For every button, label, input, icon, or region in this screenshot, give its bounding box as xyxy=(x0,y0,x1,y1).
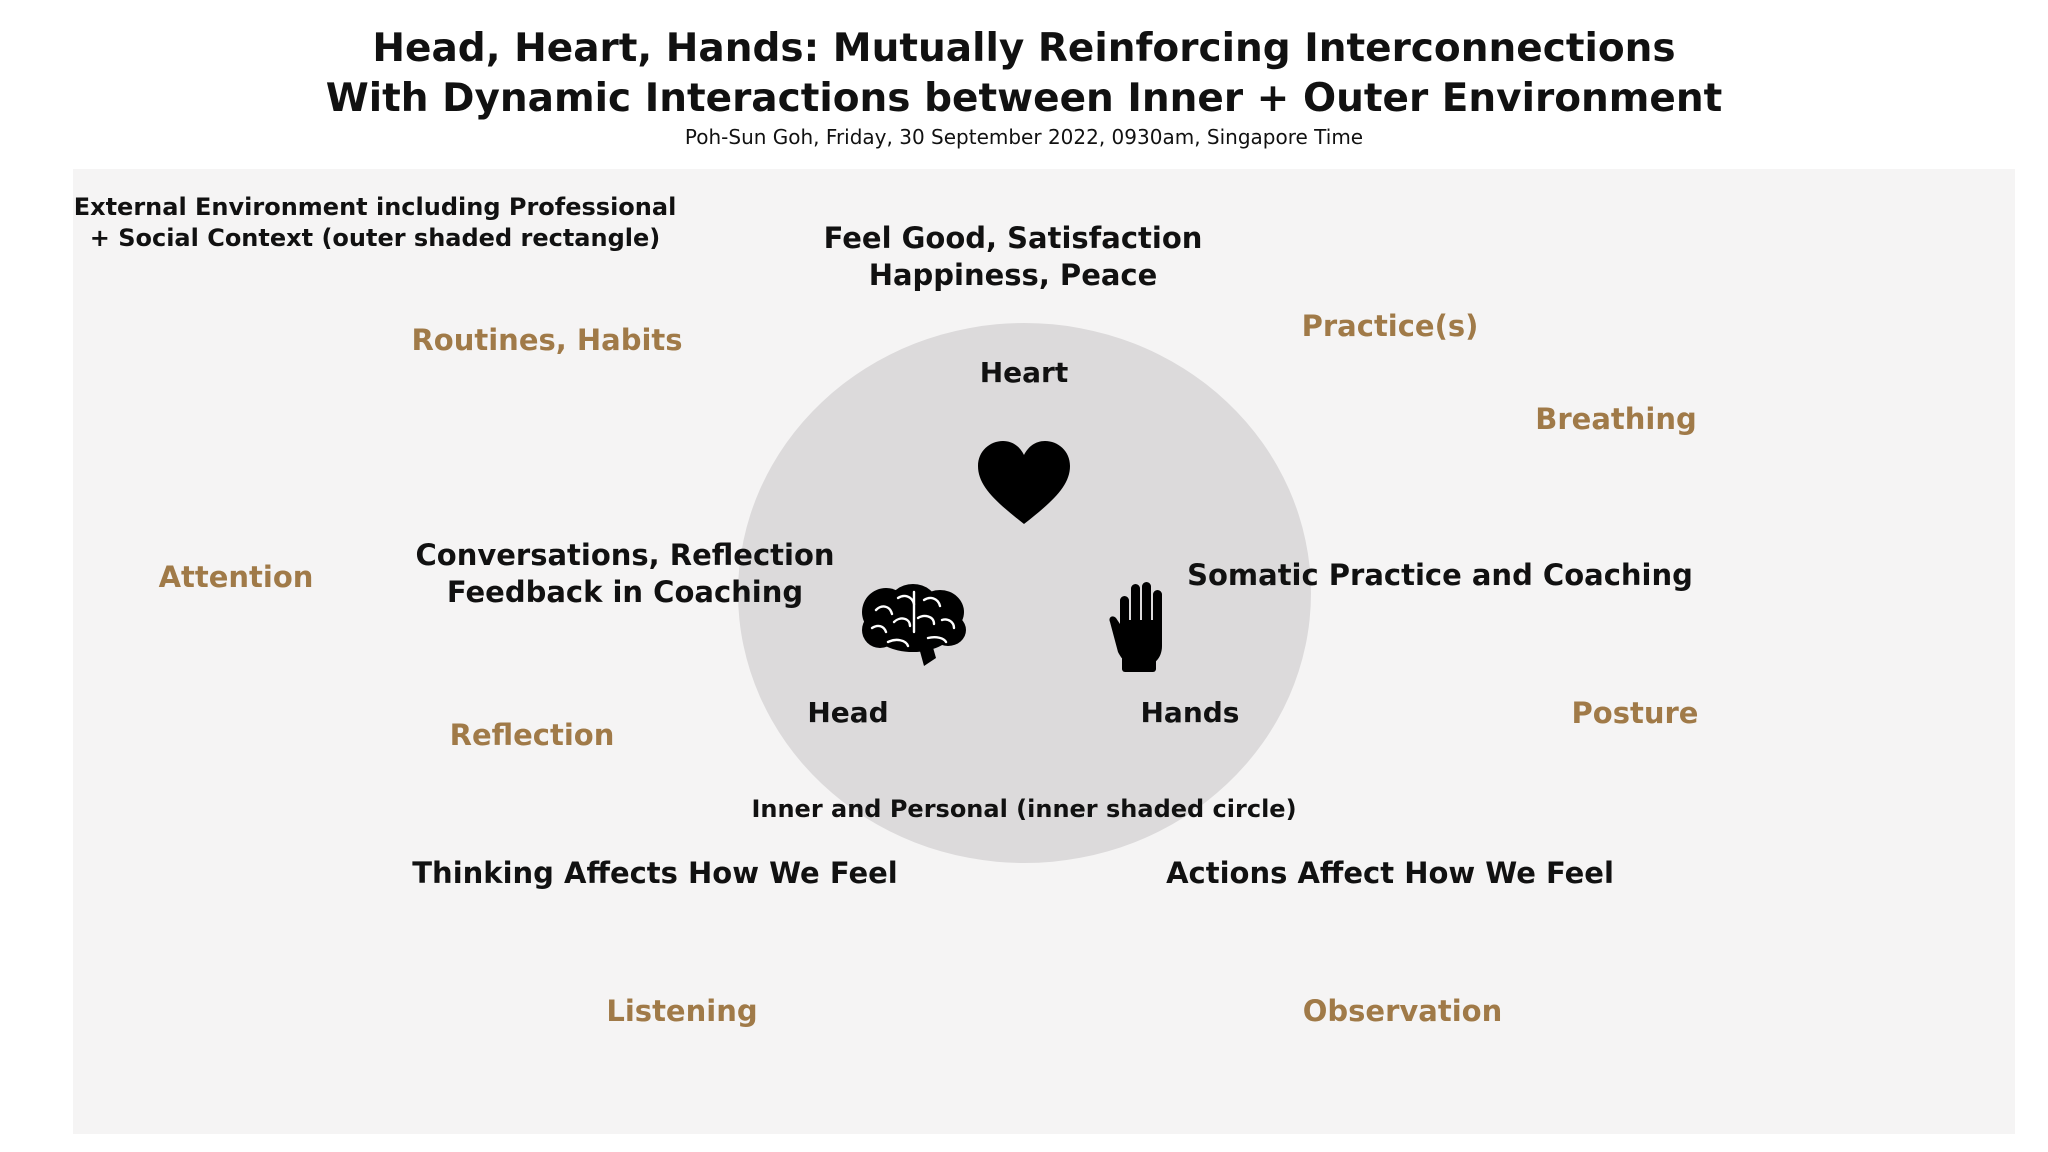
breathing-label: Breathing xyxy=(1535,402,1697,436)
attention-label: Attention xyxy=(158,560,314,594)
listening-label: Listening xyxy=(606,994,758,1028)
brain-icon xyxy=(862,584,966,666)
feel-good-label: Feel Good, Satisfaction Happiness, Peace xyxy=(788,220,1238,294)
heart-label: Heart xyxy=(979,356,1069,389)
conversations-line-2: Feedback in Coaching xyxy=(446,575,804,610)
inner-personal-label: Inner and Personal (inner shaded circle) xyxy=(751,795,1297,823)
outer-label-line-2: + Social Context (outer shaded rectangle… xyxy=(89,223,661,252)
head-label: Head xyxy=(807,696,889,729)
thinking-label: Thinking Affects How We Feel xyxy=(412,856,898,890)
feel-good-line-2: Happiness, Peace xyxy=(868,258,1158,293)
reflection-label: Reflection xyxy=(449,718,615,752)
conversations-label: Conversations, Reflection Feedback in Co… xyxy=(410,537,840,611)
actions-label: Actions Affect How We Feel xyxy=(1166,856,1614,890)
practices-label: Practice(s) xyxy=(1301,309,1479,343)
posture-label: Posture xyxy=(1571,696,1699,730)
observation-label: Observation xyxy=(1302,994,1503,1028)
inner-personal-circle xyxy=(738,323,1311,863)
hand-icon xyxy=(1109,582,1162,672)
title-line-1: Head, Heart, Hands: Mutually Reinforcing… xyxy=(372,26,1676,71)
hands-label: Hands xyxy=(1140,696,1240,729)
feel-good-line-1: Feel Good, Satisfaction xyxy=(823,221,1203,255)
title-line-2: With Dynamic Interactions between Inner … xyxy=(325,76,1723,121)
somatic-label: Somatic Practice and Coaching xyxy=(1187,558,1693,592)
outer-label-line-1: External Environment including Professio… xyxy=(73,193,677,221)
routines-habits-label: Routines, Habits xyxy=(411,323,683,357)
conversations-line-1: Conversations, Reflection xyxy=(415,538,835,572)
byline: Poh-Sun Goh, Friday, 30 September 2022, … xyxy=(684,125,1364,149)
outer-environment-label: External Environment including Professio… xyxy=(70,192,680,253)
heart-icon xyxy=(978,441,1070,524)
